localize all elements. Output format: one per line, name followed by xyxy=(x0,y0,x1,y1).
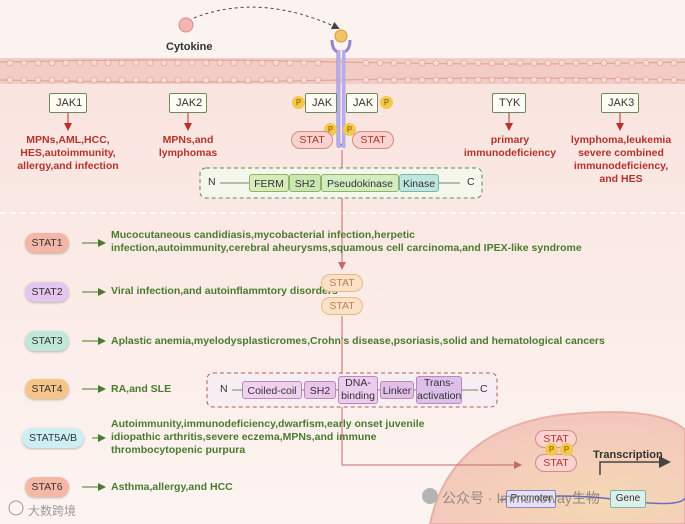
stat6-pill: STAT6 xyxy=(25,477,69,497)
phosphate-icon: P xyxy=(545,443,558,456)
phosphate-icon: P xyxy=(292,96,305,109)
stat5-pill: STAT5A/B xyxy=(22,428,84,448)
stat1-description: Mucocutaneous candidiasis,mycobacterial … xyxy=(111,229,582,254)
jak-domain-pseudokinase: Pseudokinase xyxy=(321,174,399,192)
stat3-pill: STAT3 xyxy=(25,331,69,351)
watermark-right: 公众号 · Immunoway生物 xyxy=(442,490,600,506)
stat5-description: Autoimmunity,immunodeficiency,dwarfism,e… xyxy=(111,418,425,456)
jak-domain-sh2: SH2 xyxy=(289,174,321,192)
jak1-box: JAK1 xyxy=(49,93,87,113)
stat-structure-c: C xyxy=(480,383,488,395)
stat2-pill: STAT2 xyxy=(25,282,69,302)
nucleus-stat-bottom: STAT xyxy=(535,454,577,472)
stat2-description: Viral infection,and autoinflammtory diso… xyxy=(111,285,338,297)
stat-domain-linker: Linker xyxy=(380,381,414,399)
stat-structure-n: N xyxy=(220,383,228,395)
stat4-pill: STAT4 xyxy=(25,379,69,399)
transcription-label: Transcription xyxy=(593,449,663,461)
jak-domain-ferm: FERM xyxy=(249,174,289,192)
tyk-box: TYK xyxy=(492,93,526,113)
cytokine-label: Cytokine xyxy=(166,41,213,53)
receptor-stat-left: STAT xyxy=(291,131,333,149)
phosphate-icon: P xyxy=(343,123,356,136)
phosphate-icon: P xyxy=(560,443,573,456)
stat3-description: Aplastic anemia,myelodysplasticromes,Cro… xyxy=(111,335,605,347)
promoter-box: Promoter xyxy=(506,490,556,508)
receptor-jak-right: JAK xyxy=(346,93,378,113)
stat-domain-dna-binding: DNA-binding xyxy=(338,376,378,404)
jak-structure-n: N xyxy=(208,176,216,188)
stat-domain-sh2: SH2 xyxy=(304,381,336,399)
jak3-diseases: lymphoma,leukemia severe combined immuno… xyxy=(570,134,672,185)
jak3-box: JAK3 xyxy=(601,93,639,113)
watermark-left: 大数跨境 xyxy=(28,504,77,518)
jak1-diseases: MPNs,AML,HCC, HES,autoimmunity, allergy,… xyxy=(17,134,119,172)
gene-box: Gene xyxy=(610,490,646,508)
receptor-shape xyxy=(330,29,352,148)
stat6-description: Asthma,allergy,and HCC xyxy=(111,481,233,493)
watermark-icon xyxy=(8,488,438,516)
jak2-diseases: MPNs,and lymphomas xyxy=(158,134,218,159)
stat4-description: RA,and SLE xyxy=(111,383,172,395)
stat-domain-coiled-coil: Coiled-coil xyxy=(242,381,302,399)
tyk-diseases: primary immunodeficiency xyxy=(463,134,557,159)
jak2-box: JAK2 xyxy=(169,93,207,113)
phosphate-icon: P xyxy=(380,96,393,109)
stat-domain-transactivation: Trans-activation xyxy=(416,376,462,404)
jak-domain-kinase: Kinase xyxy=(399,174,439,192)
dimer-stat-top: STAT xyxy=(321,274,363,292)
dimer-stat-bottom: STAT xyxy=(321,297,363,315)
receptor-jak-left: JAK xyxy=(305,93,337,113)
jak-structure-c: C xyxy=(467,176,475,188)
receptor-stat-right: STAT xyxy=(352,131,394,149)
stat1-pill: STAT1 xyxy=(25,233,69,253)
